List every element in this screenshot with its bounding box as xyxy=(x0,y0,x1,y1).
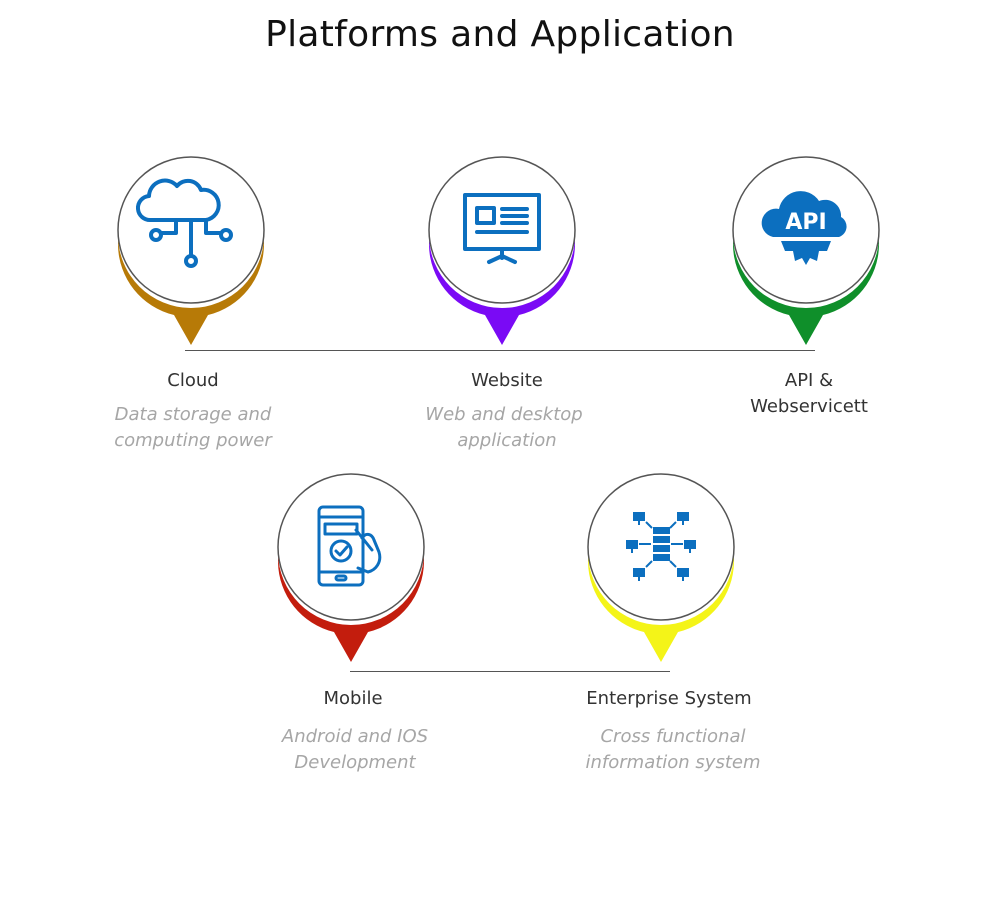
desc-website-line2: application xyxy=(457,430,557,451)
desc-mobile-line1: Android and IOS xyxy=(281,726,429,747)
desc-enterprise-line2: information system xyxy=(585,752,761,773)
label-cloud: Cloud xyxy=(167,370,219,391)
desc-cloud-line1: Data storage and xyxy=(114,404,272,425)
pin-website-graphic xyxy=(428,156,576,345)
desc-mobile-line2: Development xyxy=(294,752,416,773)
pin-website-shadow xyxy=(429,235,575,345)
api-cloud-gear-icon: API xyxy=(761,191,847,265)
pin-mobile-graphic xyxy=(277,473,425,662)
pin-api-shadow xyxy=(733,235,879,345)
mobile-touch-icon xyxy=(317,505,382,587)
pin-cloud-shadow xyxy=(118,235,264,345)
pin-api: API xyxy=(731,155,881,355)
svg-text:API: API xyxy=(785,210,826,235)
pin-mobile xyxy=(276,472,426,672)
page-title: Platforms and Application xyxy=(265,14,735,55)
label-api-line2: Webservicett xyxy=(750,396,868,417)
desc-enterprise-line1: Cross functional xyxy=(600,726,746,747)
pin-website xyxy=(427,155,577,355)
top-connector-line xyxy=(185,350,815,351)
cloud-network-icon xyxy=(136,178,233,268)
pin-enterprise xyxy=(586,472,736,672)
pin-enterprise-shadow xyxy=(588,552,734,662)
label-mobile: Mobile xyxy=(323,688,383,709)
monitor-icon xyxy=(463,193,541,264)
desc-website-line1: Web and desktop xyxy=(425,404,583,425)
pin-cloud-graphic xyxy=(117,156,265,345)
pin-mobile-shadow xyxy=(278,552,424,662)
desc-cloud-line2: computing power xyxy=(114,430,272,451)
label-website: Website xyxy=(471,370,543,391)
label-api-line1: API & xyxy=(784,370,834,391)
label-enterprise: Enterprise System xyxy=(586,688,752,709)
server-network-icon xyxy=(626,512,696,581)
pin-cloud xyxy=(116,155,266,355)
pin-enterprise-graphic xyxy=(587,473,735,662)
bottom-connector-line xyxy=(350,671,670,672)
pin-api-graphic: API xyxy=(732,156,880,345)
